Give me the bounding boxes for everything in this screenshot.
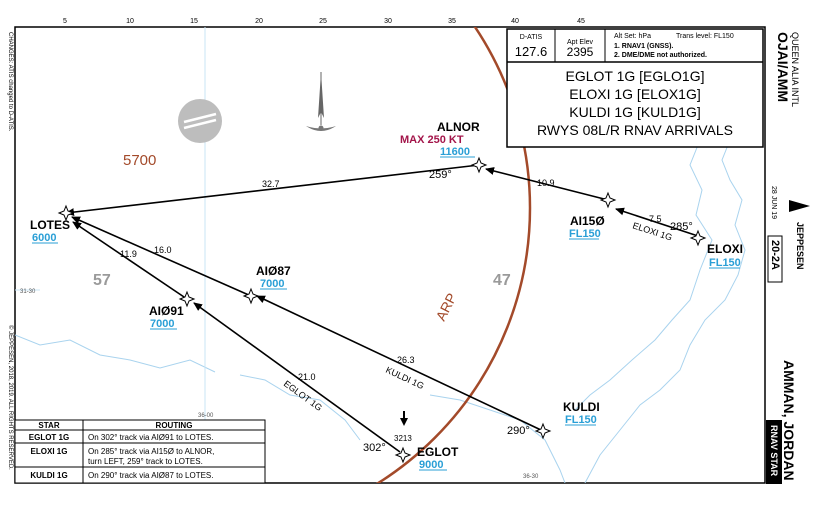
- scale-tick: 5: [63, 18, 67, 25]
- jeppesen-logo-icon: JEPPESEN: [789, 200, 810, 270]
- waypoint-symbol-icon: [599, 191, 617, 209]
- chart-note: 2. DME/DME not authorized.: [614, 52, 707, 59]
- grid-label-lon: 36-00: [198, 413, 214, 419]
- chart-note: 1. RNAV1 (GNSS).: [614, 43, 673, 50]
- procedure-title: KULDI 1G [KULD1G]: [569, 104, 701, 120]
- route-label: EGLOT 1G: [282, 379, 324, 413]
- waypoint-alt-ai091: 7000: [150, 318, 174, 330]
- waypoint-alt-ai087: 7000: [260, 278, 284, 290]
- waypoint-alt-kuldi: FL150: [565, 414, 597, 426]
- waypoint-symbol-icon: [534, 422, 552, 440]
- chart-index: 20-2A: [769, 240, 781, 270]
- waypoint-alt-eglot: 9000: [419, 459, 443, 471]
- waypoint-markers: [57, 156, 707, 464]
- table-cell-star: EGLOT 1G: [29, 433, 69, 442]
- waypoint-name-alnor: ALNOR: [437, 120, 480, 134]
- waypoint-symbol-icon: [242, 287, 260, 305]
- elevation-label: Apt Elev: [567, 39, 594, 46]
- waypoint-name-ai087: AIØ87: [256, 264, 291, 278]
- route-label: KULDI 1G: [384, 365, 425, 391]
- transition-level: Trans level: FL150: [676, 33, 734, 40]
- scale-tick: 40: [511, 18, 519, 25]
- msa-sector-altitude: 5700: [123, 152, 156, 169]
- scale-tick: 35: [448, 18, 456, 25]
- arp-label: ARP: [432, 290, 459, 323]
- airport-identifier: OJAI/AMM: [775, 32, 791, 102]
- waypoint-alt-lotes: 6000: [32, 232, 56, 244]
- routing-table: STAR ROUTING EGLOT 1G On 302° track via …: [14, 419, 266, 484]
- procedure-title: RWYS 08L/R RNAV ARRIVALS: [537, 122, 733, 138]
- track-bearing: 302°: [363, 442, 386, 454]
- track-bearing: 259°: [429, 169, 452, 181]
- scale-tick: 10: [126, 18, 134, 25]
- chart-date: 28 JUN 19: [770, 186, 777, 219]
- scale-tick: 20: [255, 18, 263, 25]
- grid-label-lat: 31-30: [20, 289, 36, 295]
- datis-frequency: 127.6: [515, 44, 548, 59]
- city-name: AMMAN, JORDAN: [781, 360, 797, 481]
- scale-tick: 25: [319, 18, 327, 25]
- waypoint-symbol-icon: [470, 156, 488, 174]
- header-box: D-ATIS 127.6 Apt Elev 2395 Alt Set: hPa …: [506, 28, 764, 148]
- procedure-title: ELOXI 1G [ELOX1G]: [569, 86, 701, 102]
- scale-tick: 30: [384, 18, 392, 25]
- speed-restriction: MAX 250 KT: [400, 134, 464, 146]
- north-arrow-icon: [306, 72, 336, 131]
- table-cell-routing: On 302° track via AIØ91 to LOTES.: [88, 433, 213, 442]
- leg-distance: 16.0: [154, 245, 172, 255]
- waypoint-name-kuldi: KULDI: [563, 400, 600, 414]
- waypoint-name-lotes: LOTES: [30, 218, 70, 232]
- spot-elevation-icon: [400, 418, 408, 426]
- spot-elevation: 3213: [394, 434, 412, 443]
- chart-type: RNAV STAR: [769, 425, 779, 477]
- msa-circle: [15, 27, 532, 483]
- msa-right-altitude: 47: [493, 272, 511, 289]
- leg-distance: 10.9: [537, 178, 555, 188]
- waypoint-alt-alnor: 11600: [440, 146, 470, 158]
- waypoint-name-ai091: AIØ91: [149, 304, 184, 318]
- table-header: ROUTING: [156, 421, 193, 430]
- table-cell-routing: On 290° track via AIØ87 to LOTES.: [88, 471, 213, 480]
- track-bearing: 290°: [507, 425, 530, 437]
- waypoint-symbol-icon: [394, 446, 412, 464]
- leg-distance: 26.3: [397, 355, 415, 365]
- table-cell-routing: On 285° track via AI15Ø to ALNOR,: [88, 447, 214, 456]
- table-cell-routing: turn LEFT, 259° track to LOTES.: [88, 457, 203, 466]
- airport-name: QUEEN ALIA INTL: [790, 32, 800, 107]
- grid-label-lon: 36-30: [523, 474, 539, 480]
- track-bearing: 285°: [670, 221, 693, 233]
- leg-distance: 21.0: [298, 372, 316, 382]
- datis-label: D-ATIS: [520, 34, 543, 41]
- copyright-note: © JEPPESEN, 2018, 2019. ALL RIGHTS RESER…: [7, 325, 14, 470]
- waypoint-symbol-icon: [689, 229, 707, 247]
- msa-left-altitude: 57: [93, 272, 111, 289]
- waypoint-name-ai150: AI15Ø: [570, 214, 605, 228]
- waypoint-alt-ai150: FL150: [569, 228, 601, 240]
- table-cell-star: ELOXI 1G: [31, 447, 68, 456]
- waypoint-name-eglot: EGLOT: [417, 445, 459, 459]
- waypoint-symbol-icon: [178, 290, 196, 308]
- waypoint-name-eloxi: ELOXI: [707, 242, 743, 256]
- scale-tick: 45: [577, 18, 585, 25]
- route-legs: [65, 164, 699, 453]
- top-scale: 5 10 15 20 25 30 35 40 45: [63, 18, 585, 25]
- table-header: STAR: [38, 421, 59, 430]
- publisher-name: JEPPESEN: [795, 222, 805, 270]
- changes-note: CHANGES: ATIS changed to D-ATIS.: [7, 32, 13, 132]
- leg-distance: 11.9: [120, 249, 137, 259]
- leg-distance: 32.7: [262, 179, 280, 189]
- altimeter-setting: Alt Set: hPa: [614, 33, 651, 40]
- waypoint-symbol-icon: [57, 204, 75, 222]
- runway-symbol-icon: [178, 99, 222, 143]
- terrain-contours: [15, 139, 746, 483]
- table-cell-star: KULDI 1G: [30, 471, 67, 480]
- airport-elevation: 2395: [567, 45, 594, 59]
- procedure-title: EGLOT 1G [EGLO1G]: [565, 68, 704, 84]
- leg-distance: 7.5: [649, 214, 662, 224]
- waypoint-alt-eloxi: FL150: [709, 257, 741, 269]
- scale-tick: 15: [190, 18, 198, 25]
